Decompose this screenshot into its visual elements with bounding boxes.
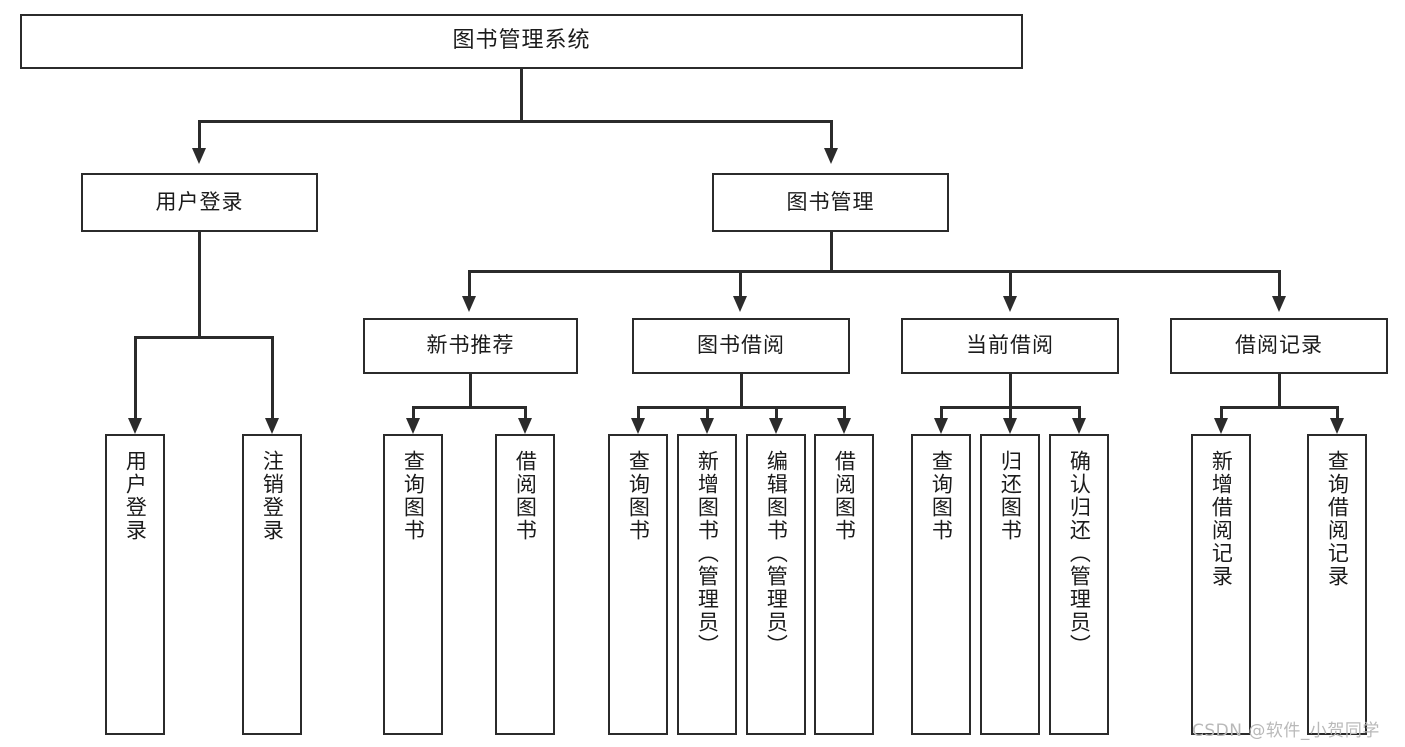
connector-leg-current-borrow bbox=[1009, 270, 1012, 296]
connector-new-book-recommend-bus bbox=[412, 406, 526, 409]
arrow-user-login bbox=[192, 148, 206, 164]
node-leaf-query-book-1[interactable]: 查询图书 bbox=[383, 434, 443, 735]
connector-leg-leaf-add-book bbox=[706, 406, 709, 418]
connector-book-borrow-stem bbox=[740, 374, 743, 406]
arrow-leaf-query-book-2 bbox=[631, 418, 645, 434]
node-label: 查询借阅记录 bbox=[1325, 450, 1350, 588]
node-book-borrow[interactable]: 图书借阅 bbox=[632, 318, 850, 374]
connector-leg-borrow-record bbox=[1278, 270, 1281, 296]
connector-borrow-record-stem bbox=[1278, 374, 1281, 406]
node-borrow-record[interactable]: 借阅记录 bbox=[1170, 318, 1388, 374]
connector-leg-leaf-edit-book bbox=[775, 406, 778, 418]
arrow-current-borrow bbox=[1003, 296, 1017, 312]
connector-level2-bus bbox=[198, 120, 832, 123]
connector-leg-book-borrow bbox=[739, 270, 742, 296]
node-new-book-recommend[interactable]: 新书推荐 bbox=[363, 318, 578, 374]
node-label: 图书管理系统 bbox=[452, 28, 591, 54]
node-label: 确认归还（管理员） bbox=[1067, 450, 1092, 657]
node-label: 新增图书（管理员） bbox=[695, 450, 720, 657]
node-leaf-return-book[interactable]: 归还图书 bbox=[980, 434, 1040, 735]
node-label: 图书管理 bbox=[786, 189, 875, 214]
connector-leg-leaf-add-borrow-record bbox=[1220, 406, 1223, 418]
node-leaf-confirm-return[interactable]: 确认归还（管理员） bbox=[1049, 434, 1109, 735]
connector-leg-book-management bbox=[830, 120, 833, 148]
arrow-leaf-query-borrow-record bbox=[1330, 418, 1344, 434]
connector-user-login-bus bbox=[134, 336, 272, 339]
connector-leg-leaf-query-book-2 bbox=[637, 406, 640, 418]
node-user-login[interactable]: 用户登录 bbox=[81, 173, 318, 232]
node-leaf-add-book[interactable]: 新增图书（管理员） bbox=[677, 434, 737, 735]
node-leaf-user-login[interactable]: 用户登录 bbox=[105, 434, 165, 735]
connector-new-book-recommend-stem bbox=[469, 374, 472, 406]
node-leaf-query-book-3[interactable]: 查询图书 bbox=[911, 434, 971, 735]
arrow-book-management bbox=[824, 148, 838, 164]
node-book-management[interactable]: 图书管理 bbox=[712, 173, 949, 232]
arrow-leaf-borrow-book-1 bbox=[518, 418, 532, 434]
node-root-图书管理系统[interactable]: 图书管理系统 bbox=[20, 14, 1023, 69]
connector-book-borrow-bus bbox=[637, 406, 843, 409]
connector-current-borrow-stem bbox=[1009, 374, 1012, 406]
connector-leg-leaf-user-login bbox=[134, 336, 137, 418]
node-label: 借阅记录 bbox=[1235, 333, 1323, 358]
node-label: 查询图书 bbox=[929, 450, 954, 542]
arrow-leaf-query-book-3 bbox=[934, 418, 948, 434]
node-label: 当前借阅 bbox=[966, 333, 1054, 358]
node-label: 注销登录 bbox=[260, 450, 285, 542]
node-leaf-borrow-book-2[interactable]: 借阅图书 bbox=[814, 434, 874, 735]
arrow-leaf-edit-book bbox=[769, 418, 783, 434]
node-label: 新增借阅记录 bbox=[1209, 450, 1234, 588]
node-label: 查询图书 bbox=[626, 450, 651, 542]
watermark-text: CSDN @软件_小贺同学 bbox=[1192, 721, 1380, 741]
node-label: 查询图书 bbox=[401, 450, 426, 542]
arrow-borrow-record bbox=[1272, 296, 1286, 312]
node-leaf-query-borrow-record[interactable]: 查询借阅记录 bbox=[1307, 434, 1367, 735]
connector-leg-new-book-recommend bbox=[468, 270, 471, 296]
connector-leg-leaf-borrow-book-1 bbox=[524, 406, 527, 418]
connector-borrow-record-bus bbox=[1220, 406, 1338, 409]
connector-leg-leaf-user-logout bbox=[271, 336, 274, 418]
arrow-leaf-confirm-return bbox=[1072, 418, 1086, 434]
arrow-leaf-query-book-1 bbox=[406, 418, 420, 434]
connector-leg-leaf-query-borrow-record bbox=[1336, 406, 1339, 418]
connector-user-login-stem bbox=[198, 232, 201, 336]
connector-leg-leaf-query-book-3 bbox=[940, 406, 943, 418]
arrow-leaf-return-book bbox=[1003, 418, 1017, 434]
arrow-leaf-user-login bbox=[128, 418, 142, 434]
node-leaf-user-logout[interactable]: 注销登录 bbox=[242, 434, 302, 735]
node-label: 用户登录 bbox=[155, 189, 244, 214]
connector-leg-leaf-borrow-book-2 bbox=[843, 406, 846, 418]
node-leaf-edit-book[interactable]: 编辑图书（管理员） bbox=[746, 434, 806, 735]
node-leaf-query-book-2[interactable]: 查询图书 bbox=[608, 434, 668, 735]
connector-level3-bus bbox=[468, 270, 1280, 273]
node-label: 新书推荐 bbox=[426, 333, 515, 358]
node-label: 借阅图书 bbox=[832, 450, 857, 542]
node-current-borrow[interactable]: 当前借阅 bbox=[901, 318, 1119, 374]
node-label: 图书借阅 bbox=[697, 333, 785, 358]
arrow-book-borrow bbox=[733, 296, 747, 312]
arrow-leaf-borrow-book-2 bbox=[837, 418, 851, 434]
arrow-leaf-add-borrow-record bbox=[1214, 418, 1228, 434]
node-leaf-borrow-book-1[interactable]: 借阅图书 bbox=[495, 434, 555, 735]
arrow-leaf-user-logout bbox=[265, 418, 279, 434]
connector-root-stem bbox=[520, 69, 523, 120]
connector-book-management-stem bbox=[830, 232, 833, 270]
node-leaf-add-borrow-record[interactable]: 新增借阅记录 bbox=[1191, 434, 1251, 735]
node-label: 用户登录 bbox=[123, 450, 148, 542]
connector-leg-leaf-confirm-return bbox=[1078, 406, 1081, 418]
arrow-leaf-add-book bbox=[700, 418, 714, 434]
node-label: 归还图书 bbox=[998, 450, 1023, 542]
node-label: 借阅图书 bbox=[513, 450, 538, 542]
arrow-new-book-recommend bbox=[462, 296, 476, 312]
connector-leg-leaf-query-book-1 bbox=[412, 406, 415, 418]
node-label: 编辑图书（管理员） bbox=[764, 450, 789, 657]
connector-leg-leaf-return-book bbox=[1009, 406, 1012, 418]
connector-leg-user-login bbox=[198, 120, 201, 148]
